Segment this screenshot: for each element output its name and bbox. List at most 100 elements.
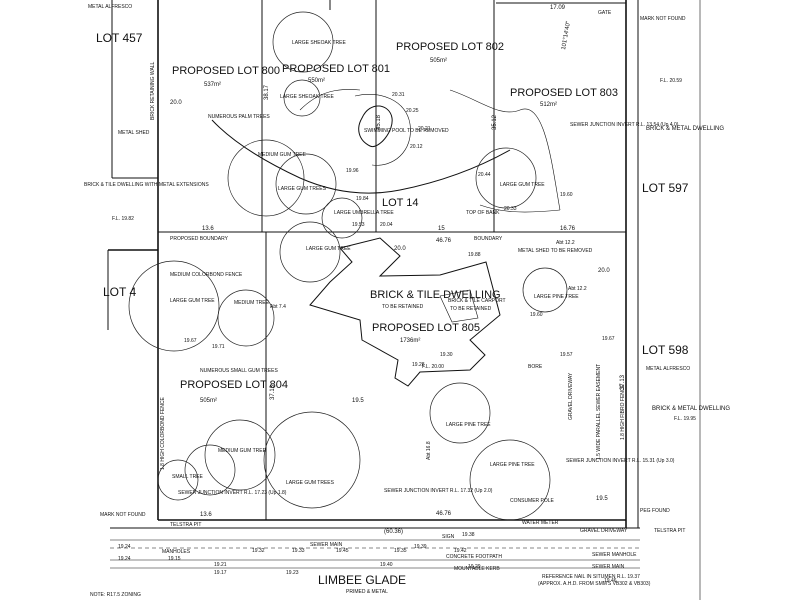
fl-2000: F.L. 20.00 xyxy=(422,364,444,370)
dim-20-mid: 20.0 xyxy=(394,246,406,252)
dim-20: 20.0 xyxy=(170,100,182,106)
spot-level: 19.39 xyxy=(414,544,427,550)
tree-canopy xyxy=(275,153,337,215)
mountable-kerb: MOUNTABLE KERB xyxy=(454,566,500,572)
proposed-lot-804-area: 505m² xyxy=(200,398,217,404)
spot-level: 19.30 xyxy=(440,352,453,358)
proposed-lot-800: PROPOSED LOT 800 xyxy=(172,65,280,77)
spot-level: 20.31 xyxy=(392,92,405,98)
lot-4: LOT 4 xyxy=(103,285,136,299)
large-sheoak-tree-1: LARGE SHEOAK TREE xyxy=(292,40,346,46)
reference-nail: REFERENCE NAIL IN SITUMEN R.L. 19.37 xyxy=(542,574,640,580)
proposed-lot-801: PROPOSED LOT 801 xyxy=(282,63,390,75)
gravel-driveway: GRAVEL DRIVEWAY xyxy=(568,372,574,420)
large-gum-tree-mid: LARGE GUM TREE xyxy=(306,246,351,252)
spot-level: 20.33 xyxy=(504,206,517,212)
abt-168: Abt 16.8 xyxy=(426,441,432,460)
medium-gum-tree-lower: MEDIUM GUM TREE xyxy=(218,448,267,454)
feature-labels: METAL ALFRESCO BRICK RETAINING WALL META… xyxy=(84,4,730,504)
sewer-junction-mid: SEWER JUNCTION INVERT R.L. 17.32 (Up 2.0… xyxy=(384,488,493,494)
spot-level: 20.04 xyxy=(380,222,393,228)
tree-canopy xyxy=(522,267,568,313)
fl-1995: F.L. 19.95 xyxy=(674,416,696,422)
mark-not-found-bottom: MARK NOT FOUND xyxy=(100,512,146,518)
sewer-junction-right: SEWER JUNCTION INVERT R.L. 15.31 (Up 3.0… xyxy=(566,458,675,464)
spot-level: 19.57 xyxy=(560,352,573,358)
numerous-palm-trees: NUMEROUS PALM TREES xyxy=(208,114,270,120)
dim-3713-right: 37.13 xyxy=(620,374,626,390)
spot-level: 19.35 xyxy=(394,548,407,554)
dim-200-right: 20.0 xyxy=(598,268,610,274)
spot-level: 19.15 xyxy=(168,556,181,562)
proposed-lot-800-area: 537m² xyxy=(204,82,221,88)
proposed-lot-802: PROPOSED LOT 802 xyxy=(396,41,504,53)
large-gum-trees-label: LARGE GUM TREES xyxy=(278,186,327,192)
dwelling-retained: TO BE RETAINED xyxy=(382,304,424,310)
spot-level: 19.96 xyxy=(346,168,359,174)
medium-gum-tree-label: MEDIUM GUM TREE xyxy=(258,152,307,158)
dim-3713-left: 37.13 xyxy=(270,384,276,400)
sewer-manhole: SEWER MANHOLE xyxy=(592,552,637,558)
medium-tree-label: MEDIUM TREE xyxy=(234,300,270,306)
brick-metal-dwelling: BRICK & METAL DWELLING xyxy=(652,406,730,412)
carport-retained: TO BE RETAINED xyxy=(450,306,492,312)
water-meter: WATER METER xyxy=(522,520,559,526)
brick-retaining-wall: BRICK RETAINING WALL xyxy=(150,61,156,120)
lot-14: LOT 14 xyxy=(382,197,419,209)
dim-4676-mid: 46.76 xyxy=(436,238,452,244)
peg-found: PEG FOUND xyxy=(640,508,670,514)
proposed-lot-804: PROPOSED LOT 804 xyxy=(180,379,288,391)
mark-not-found-top: MARK NOT FOUND xyxy=(640,16,686,22)
brick-tile-carport: BRICK & TILE CARPORT xyxy=(448,298,506,304)
tree-canopy xyxy=(475,147,537,209)
sewer-junction-left: SEWER JUNCTION INVERT R.L. 17.23 (Up 1.8… xyxy=(178,490,287,496)
large-pine-tree-2: LARGE PINE TREE xyxy=(446,422,491,428)
spot-level: 19.67 xyxy=(184,338,197,344)
large-gum-trees-lower: LARGE GUM TREES xyxy=(286,480,335,486)
dim-136-bottom: 13.6 xyxy=(200,512,212,518)
bore-label: BORE xyxy=(528,364,543,370)
high-colorbond-fence: 1.8 HIGH COLORBOND FENCE xyxy=(160,397,166,470)
dimension-labels: (60.36) 46.76 46.76 13.6 13.6 16.76 37.1… xyxy=(170,84,626,535)
telstra-pit-left: TELSTRA PIT xyxy=(170,522,201,528)
tree-canopy xyxy=(429,382,491,444)
metal-alfresco-top: METAL ALFRESCO xyxy=(88,4,132,10)
spot-level: 19.23 xyxy=(286,570,299,576)
medium-colorbond-fence: MEDIUM COLORBOND FENCE xyxy=(170,272,243,278)
brick-tile-dwelling: BRICK & TILE DWELLING xyxy=(370,289,501,301)
bearing-right: 101°14'40" xyxy=(561,21,572,51)
dim-136-top: 13.6 xyxy=(202,226,214,232)
lot-597: LOT 597 xyxy=(642,181,689,195)
frontage-labels: MARK NOT FOUND PEG FOUND TELSTRA PIT TEL… xyxy=(90,508,685,598)
large-pine-tree-3: LARGE PINE TREE xyxy=(490,462,535,468)
spot-level: 20.12 xyxy=(410,144,423,150)
dim-195-right: 19.5 xyxy=(596,496,608,502)
dim-15: 15 xyxy=(438,226,445,232)
tree-canopy xyxy=(128,260,220,352)
large-sheoak-tree-2: LARGE SHEOAK TREE xyxy=(280,94,334,100)
top-of-bank: TOP OF BANK xyxy=(466,210,500,216)
spot-level: 19.29 xyxy=(468,564,481,570)
metal-alfresco-right: METAL ALFRESCO xyxy=(646,366,690,372)
sewer-junction-top: SEWER JUNCTION INVERT R.L. 13.54 (Up 4.0… xyxy=(570,122,679,128)
spot-level: 19.28 xyxy=(412,362,425,368)
sign-label: SIGN xyxy=(442,534,455,540)
spot-level: 19.46 xyxy=(604,578,617,584)
sewer-easement: 1.5 WIDE PARALLEL SEWER EASEMENT xyxy=(596,364,602,460)
tree-canopy xyxy=(279,221,341,283)
spot-level: 20.21 xyxy=(418,126,431,132)
proposed-lot-803: PROPOSED LOT 803 xyxy=(510,87,618,99)
lot-labels: LOT 457 LOT 4 LOT 14 LOT 597 LOT 598 xyxy=(96,31,689,357)
reference-ahd: (APPROX. A.H.D. FROM SMM'S VB302 & VB303… xyxy=(538,581,651,587)
dim-6036: (60.36) xyxy=(384,529,403,535)
telstra-pit-right: TELSTRA PIT xyxy=(654,528,685,534)
tree-canopy xyxy=(283,79,321,117)
spot-level: 19.88 xyxy=(468,252,481,258)
metal-shed-left: METAL SHED xyxy=(118,130,150,136)
numerous-small-gum-trees: NUMEROUS SMALL GUM TREES xyxy=(200,368,278,374)
spot-level: 20.44 xyxy=(478,172,491,178)
small-tree-label: SMALL TREE xyxy=(172,474,204,480)
manholes: MANHOLES xyxy=(162,549,191,555)
dim-4676-bottom: 46.76 xyxy=(436,511,452,517)
